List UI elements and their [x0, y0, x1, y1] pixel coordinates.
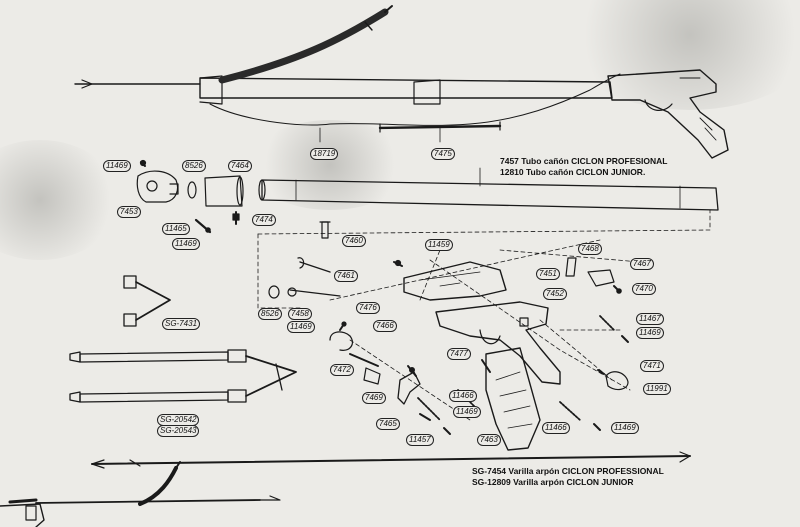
part-label-7477: 7477 [447, 348, 471, 360]
part-label-8526: 8526 [258, 308, 282, 320]
part-label-8526: 8526 [182, 160, 206, 172]
front-head-parts [136, 159, 244, 234]
part-label-11466: 11466 [542, 422, 570, 434]
part-label-7470: 7470 [632, 283, 656, 295]
caption-rod-junior: SG-12809 Varilla arpón CICLON JUNIOR [472, 477, 634, 487]
part-label-7474: 7474 [252, 214, 276, 226]
part-label-7468: 7468 [578, 243, 602, 255]
part-label-11467: 11467 [636, 313, 664, 325]
part-label-7475: 7475 [431, 148, 455, 160]
part-label-11469: 11469 [172, 238, 200, 250]
paper-stain [250, 120, 410, 210]
part-label-7452: 7452 [543, 288, 567, 300]
part-label-11469: 11469 [611, 422, 639, 434]
part-label-7472: 7472 [330, 364, 354, 376]
part-label-7464: 7464 [228, 160, 252, 172]
part-label-7460: 7460 [342, 235, 366, 247]
part-label-7453: 7453 [117, 206, 141, 218]
part-label-7465: 7465 [376, 418, 400, 430]
part-label-7458: 7458 [288, 308, 312, 320]
spear-rod [91, 451, 691, 469]
part-label-7476: 7476 [356, 302, 380, 314]
part-label-11465: 11465 [162, 223, 190, 235]
caption-rod-professional: SG-7454 Varilla arpón CICLON PROFESSIONA… [472, 466, 664, 476]
part-label-7467: 7467 [630, 258, 654, 270]
part-label-7471: 7471 [640, 360, 664, 372]
part-label-18719: 18719 [310, 148, 339, 160]
part-label-7469: 7469 [362, 392, 386, 404]
part-label-11469: 11469 [287, 321, 315, 333]
assembled-speargun [74, 5, 729, 159]
caption-tube-junior: 12810 Tubo cañón CICLON JUNIOR. [500, 167, 646, 177]
rubber-bands [69, 349, 297, 403]
part-label-sg-20543: SG-20543 [157, 425, 200, 437]
part-label-11457: 11457 [406, 434, 434, 446]
part-label-11466: 11466 [449, 390, 477, 402]
part-label-7463: 7463 [477, 434, 501, 446]
part-label-7461: 7461 [334, 270, 358, 282]
part-label-11459: 11459 [425, 239, 453, 251]
leader-lines [257, 209, 711, 421]
part-label-sg-7431: SG-7431 [162, 318, 201, 330]
part-label-7466: 7466 [373, 320, 397, 332]
part-label-11469: 11469 [636, 327, 664, 339]
part-label-11991: 11991 [643, 383, 671, 395]
band-assembly [123, 275, 171, 327]
trigger-mechanism-parts [268, 221, 629, 451]
barrel-tube [258, 167, 719, 211]
part-label-11469: 11469 [453, 406, 481, 418]
part-label-11469: 11469 [103, 160, 131, 172]
complete-gun-thumbnail [0, 461, 281, 527]
caption-tube-profesional: 7457 Tubo cañón CICLON PROFESIONAL [500, 156, 668, 166]
part-label-7451: 7451 [536, 268, 560, 280]
